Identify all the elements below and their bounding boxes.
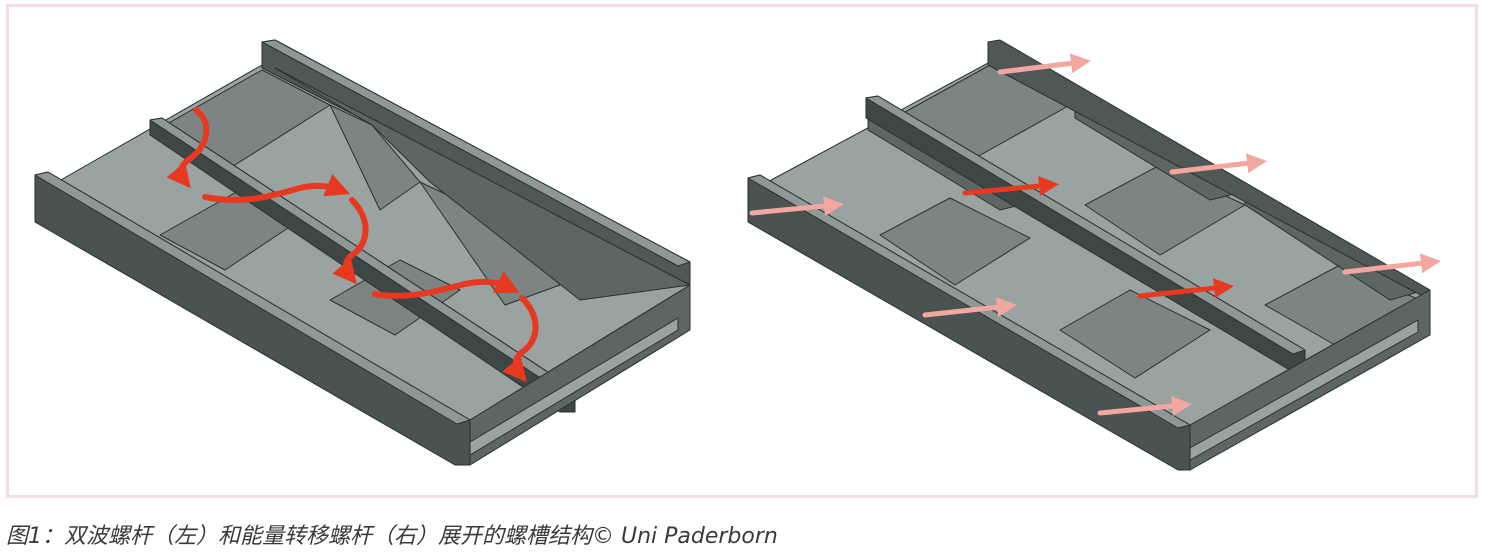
floor-band-dark: [1059, 289, 1211, 379]
end-face-floor: [1189, 319, 1419, 461]
straight-flow-arrow-icon: [1342, 253, 1441, 275]
straight-flow-arrow-icon: [962, 176, 1059, 196]
curved-flow-arrow-icon: [166, 107, 210, 189]
floor-band-dark: [879, 197, 1031, 286]
straight-flow-arrow-icon: [997, 53, 1091, 75]
screw-channel-diagram: [34, 39, 1441, 471]
energy-transfer-flow-arrows: [749, 53, 1441, 417]
double-wave-screw-model: [34, 39, 691, 466]
straight-flow-arrow-icon: [1169, 153, 1267, 175]
energy-transfer-screw-model: [747, 39, 1431, 471]
straight-flow-arrow-icon: [1137, 278, 1234, 299]
curved-flow-arrow-icon: [372, 271, 520, 299]
straight-flow-arrow-icon: [749, 196, 844, 217]
curved-flow-arrow-icon: [502, 295, 539, 383]
back-wall-top: [261, 39, 691, 267]
figure-caption: 图1：双波螺杆（左）和能量转移螺杆（右）展开的螺槽结构© Uni Paderbo…: [6, 524, 778, 549]
straight-flow-arrow-icon: [922, 297, 1017, 318]
curved-flow-arrow-icon: [332, 197, 369, 285]
back-slope-shadow: [274, 67, 691, 301]
straight-flow-arrow-icon: [1097, 396, 1192, 417]
curved-flow-arrow-icon: [202, 173, 351, 203]
double-wave-flow-arrows: [166, 107, 539, 383]
end-face-floor: [469, 317, 679, 456]
